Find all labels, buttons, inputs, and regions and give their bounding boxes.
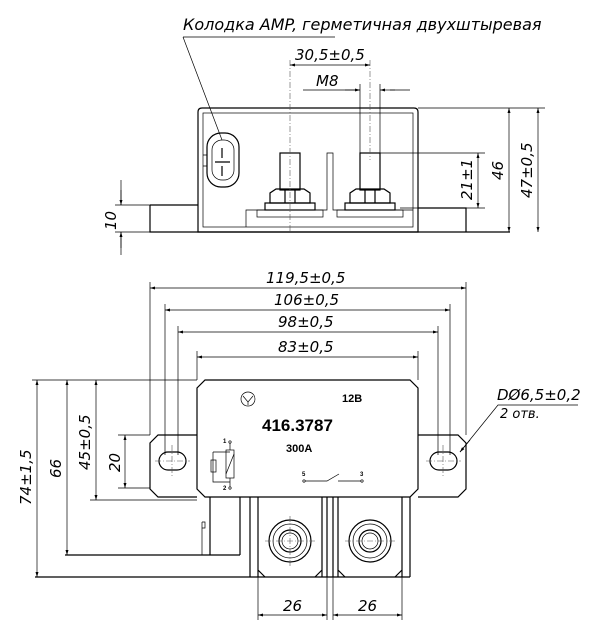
- right-terminal: [337, 497, 403, 578]
- right-stud: [336, 152, 404, 218]
- dim-overall-width: 119,5±0,5: [266, 269, 345, 287]
- dim-total-height: 47±0,5: [518, 142, 536, 198]
- right-mount-flange: [418, 434, 467, 498]
- connector-callout-label: Колодка AMP, герметичная двухштыревая: [183, 15, 542, 34]
- manufacturer-logo: [240, 391, 256, 407]
- current-label: 300А: [286, 443, 312, 455]
- dim-body-height: 46: [489, 161, 507, 180]
- pin-3-label: 3: [360, 472, 364, 478]
- dim-stud-height: 21±1: [458, 159, 476, 200]
- hole-count: 2 отв.: [500, 407, 540, 422]
- left-terminal: [257, 497, 323, 578]
- dim-flange-thickness: 10: [102, 211, 120, 230]
- dim-flange: 20: [106, 453, 124, 472]
- coil-schematic-icon: [210, 440, 235, 490]
- body-outline: [197, 107, 419, 233]
- dim-66: 66: [47, 459, 65, 478]
- dim-total-length: 74±1,5: [17, 449, 35, 505]
- hole-spec: DØ6,5±0,2: [497, 386, 581, 404]
- voltage-label: 12В: [342, 393, 362, 405]
- dim-terminal-left: 26: [283, 597, 302, 615]
- pin-5-label: 5: [302, 472, 306, 478]
- dim-stud-spacing: 30,5±0,5: [295, 46, 365, 64]
- callout-leader: [182, 36, 335, 141]
- side-view: Колодка AMP, герметичная двухштыревая: [102, 15, 545, 255]
- plan-view: 119,5±0,5 106±0,5 98±0,5 83±0,5 DØ6,5±0,…: [17, 269, 581, 620]
- body-inner: [202, 112, 414, 228]
- dim-body-length: 45±0,5: [76, 414, 94, 470]
- pin-2-label: 2: [223, 486, 227, 492]
- left-flange: [149, 204, 510, 233]
- left-mount-flange: [149, 434, 197, 498]
- contact-switch-icon: [302, 473, 364, 483]
- terminal-base: [245, 152, 413, 227]
- dim-thread: M8: [316, 72, 339, 90]
- right-flange: [418, 207, 467, 232]
- part-number: 416.3787: [262, 416, 333, 435]
- amp-connector: [203, 132, 240, 188]
- dim-terminal-right: 26: [358, 597, 377, 615]
- lower-outline: [35, 497, 411, 578]
- dim-body-width: 83±0,5: [278, 338, 334, 356]
- dim-inner-holes: 98±0,5: [278, 313, 334, 331]
- pin-1-label: 1: [223, 439, 227, 445]
- dim-outer-holes: 106±0,5: [274, 291, 339, 309]
